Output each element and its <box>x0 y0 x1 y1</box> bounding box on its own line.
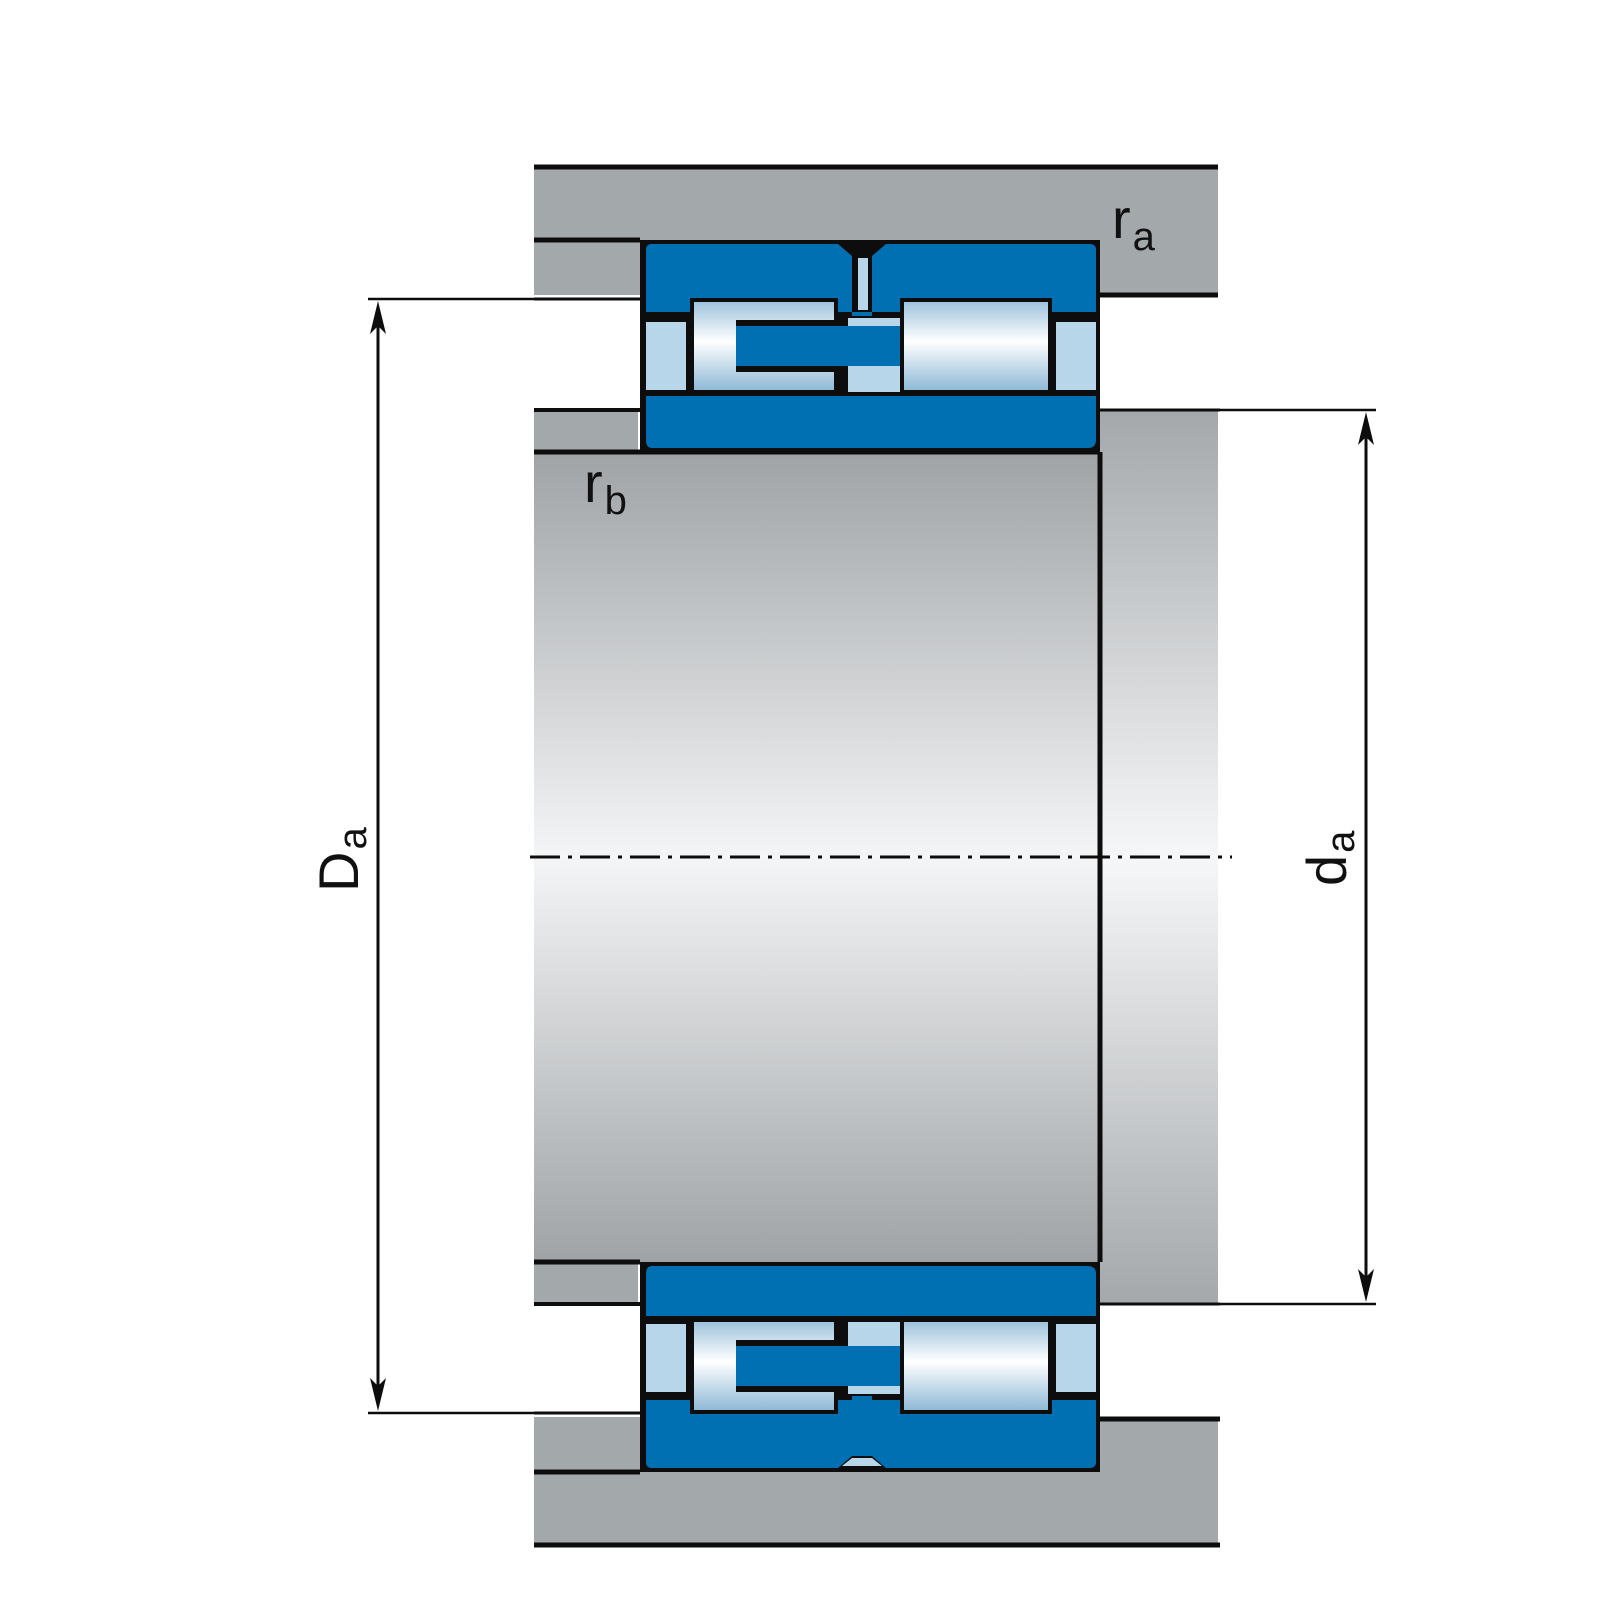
dimension-da <box>1218 408 1376 1306</box>
bearing-top-section <box>640 240 1100 452</box>
lubrication-groove-bottom <box>842 1458 882 1466</box>
ring-side-top-left <box>646 322 686 390</box>
roller-top-left <box>694 302 834 390</box>
label-ra: ra <box>1112 187 1156 259</box>
ring-side-top-right <box>1056 322 1096 390</box>
ring-side-bottom-right <box>1056 1324 1096 1392</box>
dimension-Da <box>368 297 534 1415</box>
label-Da: Da <box>307 827 375 892</box>
outer-ring-top <box>646 244 1096 316</box>
shaft-collar-bottom-left <box>534 1262 638 1304</box>
cage-top <box>736 326 900 366</box>
da-arrow-bottom <box>1358 1269 1374 1302</box>
Da-arrow-top <box>370 301 386 334</box>
inner-ring-top <box>646 396 1096 448</box>
cage-bottom <box>736 1346 900 1386</box>
bearing-bottom-section <box>640 1262 1100 1472</box>
roller-bottom-right <box>904 1322 1048 1410</box>
da-arrow-top <box>1358 412 1374 445</box>
shaft-collar-top-left <box>534 410 638 452</box>
label-da: da <box>1295 830 1363 886</box>
ring-side-bottom-left <box>646 1324 686 1392</box>
Da-arrow-bottom <box>370 1378 386 1411</box>
inner-ring-bottom <box>646 1266 1096 1316</box>
label-rb: rb <box>584 451 627 523</box>
lubrication-hole-top <box>858 258 868 310</box>
roller-top-right <box>904 302 1048 390</box>
outer-ring-bottom <box>646 1396 1096 1468</box>
roller-bottom-left <box>694 1322 834 1410</box>
